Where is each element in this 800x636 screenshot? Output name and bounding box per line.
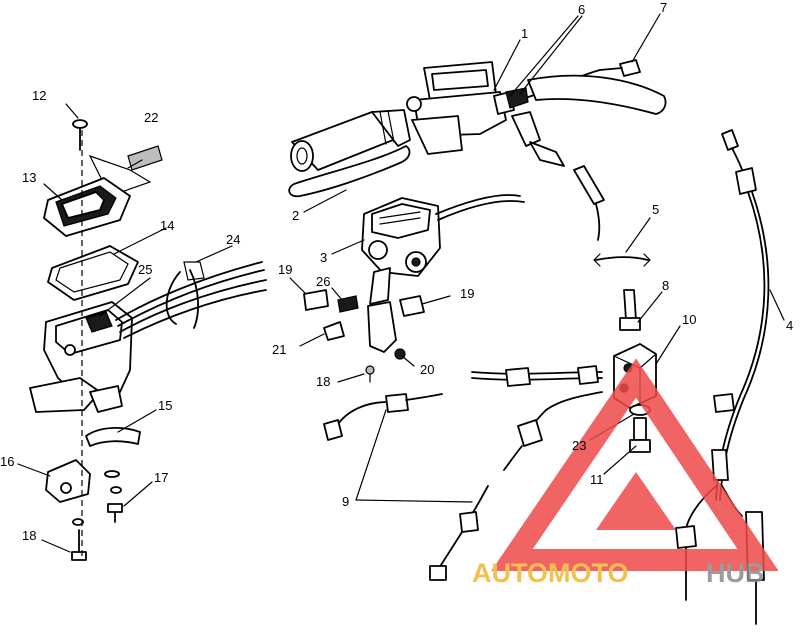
cable-5 bbox=[593, 253, 651, 267]
switch-housing bbox=[361, 194, 525, 305]
housing-body bbox=[29, 301, 133, 413]
callout-20: 20 bbox=[420, 362, 434, 377]
clamp-15 bbox=[85, 427, 141, 447]
callout-14: 14 bbox=[160, 218, 174, 233]
callout-18a: 18 bbox=[316, 374, 330, 389]
master-cylinder bbox=[406, 61, 601, 155]
callout-1: 1 bbox=[521, 26, 528, 41]
watermark-triangle-inner bbox=[596, 472, 676, 530]
callout-4: 4 bbox=[786, 318, 793, 333]
callout-21: 21 bbox=[272, 342, 286, 357]
callout-18b: 18 bbox=[22, 528, 36, 543]
callout-19a: 19 bbox=[278, 262, 292, 277]
cover-13 bbox=[43, 177, 131, 237]
callout-23: 23 bbox=[572, 438, 586, 453]
callout-16: 16 bbox=[0, 454, 14, 469]
watermark-text-part2: HUB bbox=[706, 558, 765, 588]
callout-7: 7 bbox=[660, 0, 667, 15]
callout-labels: 1 2 3 4 5 6 7 8 9 10 11 12 13 14 15 16 1… bbox=[0, 0, 793, 543]
callout-19b: 19 bbox=[460, 286, 474, 301]
callout-26: 26 bbox=[316, 274, 330, 289]
small-parts-cluster bbox=[303, 289, 425, 383]
callout-10: 10 bbox=[682, 312, 696, 327]
hose-upper bbox=[573, 165, 605, 241]
brake-lines bbox=[323, 365, 603, 581]
callout-6: 6 bbox=[578, 2, 585, 17]
screw-12 bbox=[72, 119, 88, 151]
callout-12: 12 bbox=[32, 88, 46, 103]
callout-3: 3 bbox=[320, 250, 327, 265]
callout-8: 8 bbox=[662, 278, 669, 293]
callout-11: 11 bbox=[590, 472, 604, 487]
callout-13: 13 bbox=[22, 170, 36, 185]
watermark-text-part1: AUTOMOTO bbox=[472, 558, 629, 588]
callout-9: 9 bbox=[342, 494, 349, 509]
throttle-lever-2 bbox=[288, 145, 411, 198]
clamp-16 bbox=[45, 459, 91, 503]
brake-lever bbox=[527, 59, 667, 115]
callout-2: 2 bbox=[292, 208, 299, 223]
callout-17: 17 bbox=[154, 470, 168, 485]
watermark-logo: AUTOMOTO HUB bbox=[472, 358, 779, 588]
watermark-triangle-outer bbox=[491, 358, 779, 571]
washers-and-screws bbox=[71, 470, 123, 561]
brake-hose-fitting bbox=[511, 111, 565, 167]
gasket-14 bbox=[47, 245, 139, 301]
callout-5: 5 bbox=[652, 202, 659, 217]
leader-lines bbox=[17, 13, 785, 553]
wire-harness-24 bbox=[115, 261, 267, 339]
handlebar-grip-assembly bbox=[290, 109, 411, 172]
callout-22: 22 bbox=[144, 110, 158, 125]
callout-15: 15 bbox=[158, 398, 172, 413]
callout-25: 25 bbox=[138, 262, 152, 277]
callout-24: 24 bbox=[226, 232, 240, 247]
